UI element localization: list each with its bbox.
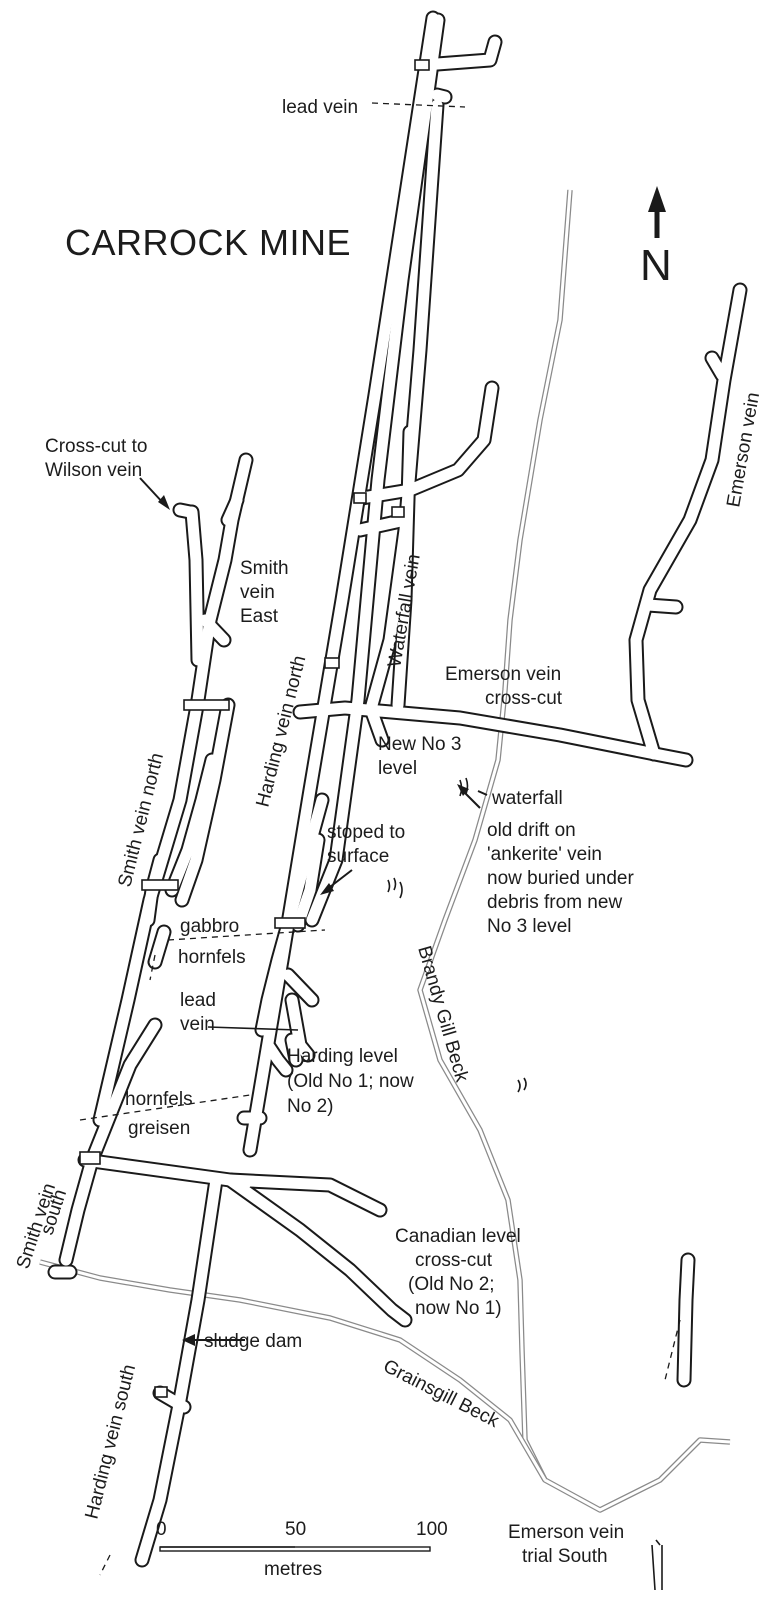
label-lead-vein-low-2: vein bbox=[180, 1014, 215, 1035]
brandy-gill-beck bbox=[417, 189, 731, 1513]
label-smith-east-3: East bbox=[240, 606, 279, 627]
label-harding-level-3: No 2) bbox=[287, 1096, 333, 1117]
scale-tick-100: 100 bbox=[416, 1519, 448, 1540]
north-arrow: N bbox=[640, 186, 672, 290]
label-harding-level-1: Harding level bbox=[287, 1046, 398, 1067]
label-emerson-vein: Emerson vein bbox=[723, 391, 764, 509]
label-cross-cut-wilson-2: Wilson vein bbox=[45, 460, 142, 481]
gabbro-hornfels-boundary bbox=[167, 929, 326, 941]
label-new-no3-2: level bbox=[378, 758, 417, 779]
label-stoped-1: stoped to bbox=[327, 822, 405, 843]
label-smith-east-2: vein bbox=[240, 582, 275, 603]
label-old-drift-4: debris from new bbox=[487, 892, 622, 913]
label-lead-vein-top: lead vein bbox=[282, 97, 358, 118]
label-lead-vein-low-1: lead bbox=[180, 990, 216, 1011]
lead-vein-low-line bbox=[207, 1026, 299, 1031]
scale-tick-50: 50 bbox=[285, 1519, 306, 1540]
map-title: CARROCK MINE bbox=[65, 222, 351, 263]
scale-tick-0: 0 bbox=[156, 1519, 167, 1540]
label-old-drift-2: 'ankerite' vein bbox=[487, 844, 602, 865]
pointer-arrows bbox=[139, 477, 488, 1346]
label-hornfels-2: hornfels bbox=[125, 1089, 193, 1110]
label-canadian-2: cross-cut bbox=[415, 1250, 493, 1271]
label-emerson-trial-2: trial South bbox=[522, 1546, 608, 1567]
label-stoped-2: surface bbox=[327, 846, 389, 867]
label-hornfels-1: hornfels bbox=[178, 947, 246, 968]
label-gabbro: gabbro bbox=[180, 916, 239, 937]
label-canadian-4: now No 1) bbox=[415, 1298, 502, 1319]
waterfall-symbols bbox=[387, 777, 663, 1591]
label-smith-east-1: Smith bbox=[240, 558, 289, 579]
label-canadian-3: (Old No 2; bbox=[408, 1274, 495, 1295]
label-new-no3-1: New No 3 bbox=[378, 734, 461, 755]
grainsgill-beck bbox=[39, 1259, 548, 1482]
hornfels-greisen-boundary bbox=[79, 1094, 251, 1121]
label-harding-vein-north: Harding vein north bbox=[252, 653, 310, 809]
shaft-markers bbox=[79, 59, 430, 1398]
label-canadian-1: Canadian level bbox=[395, 1226, 521, 1247]
label-emerson-trial-1: Emerson vein bbox=[508, 1522, 624, 1543]
label-harding-level-2: (Old No 1; now bbox=[287, 1071, 414, 1092]
scale-unit: metres bbox=[264, 1559, 322, 1580]
label-emerson-cc-1: Emerson vein bbox=[445, 664, 561, 685]
label-old-drift-3: now buried under bbox=[487, 868, 634, 889]
label-old-drift-1: old drift on bbox=[487, 820, 576, 841]
label-harding-vein-south: Harding vein south bbox=[81, 1362, 140, 1521]
scale-bar: 0 50 100 metres bbox=[156, 1519, 448, 1580]
label-sludge-dam: sludge dam bbox=[204, 1331, 302, 1352]
geological-boundaries bbox=[79, 102, 681, 1576]
label-greisen: greisen bbox=[128, 1118, 190, 1139]
label-emerson-cc-2: cross-cut bbox=[485, 688, 563, 709]
label-cross-cut-wilson-1: Cross-cut to bbox=[45, 436, 147, 457]
north-label: N bbox=[640, 241, 672, 290]
lead-vein-top-line bbox=[371, 102, 466, 108]
label-waterfall: waterfall bbox=[491, 788, 563, 809]
label-old-drift-5: No 3 level bbox=[487, 916, 572, 937]
